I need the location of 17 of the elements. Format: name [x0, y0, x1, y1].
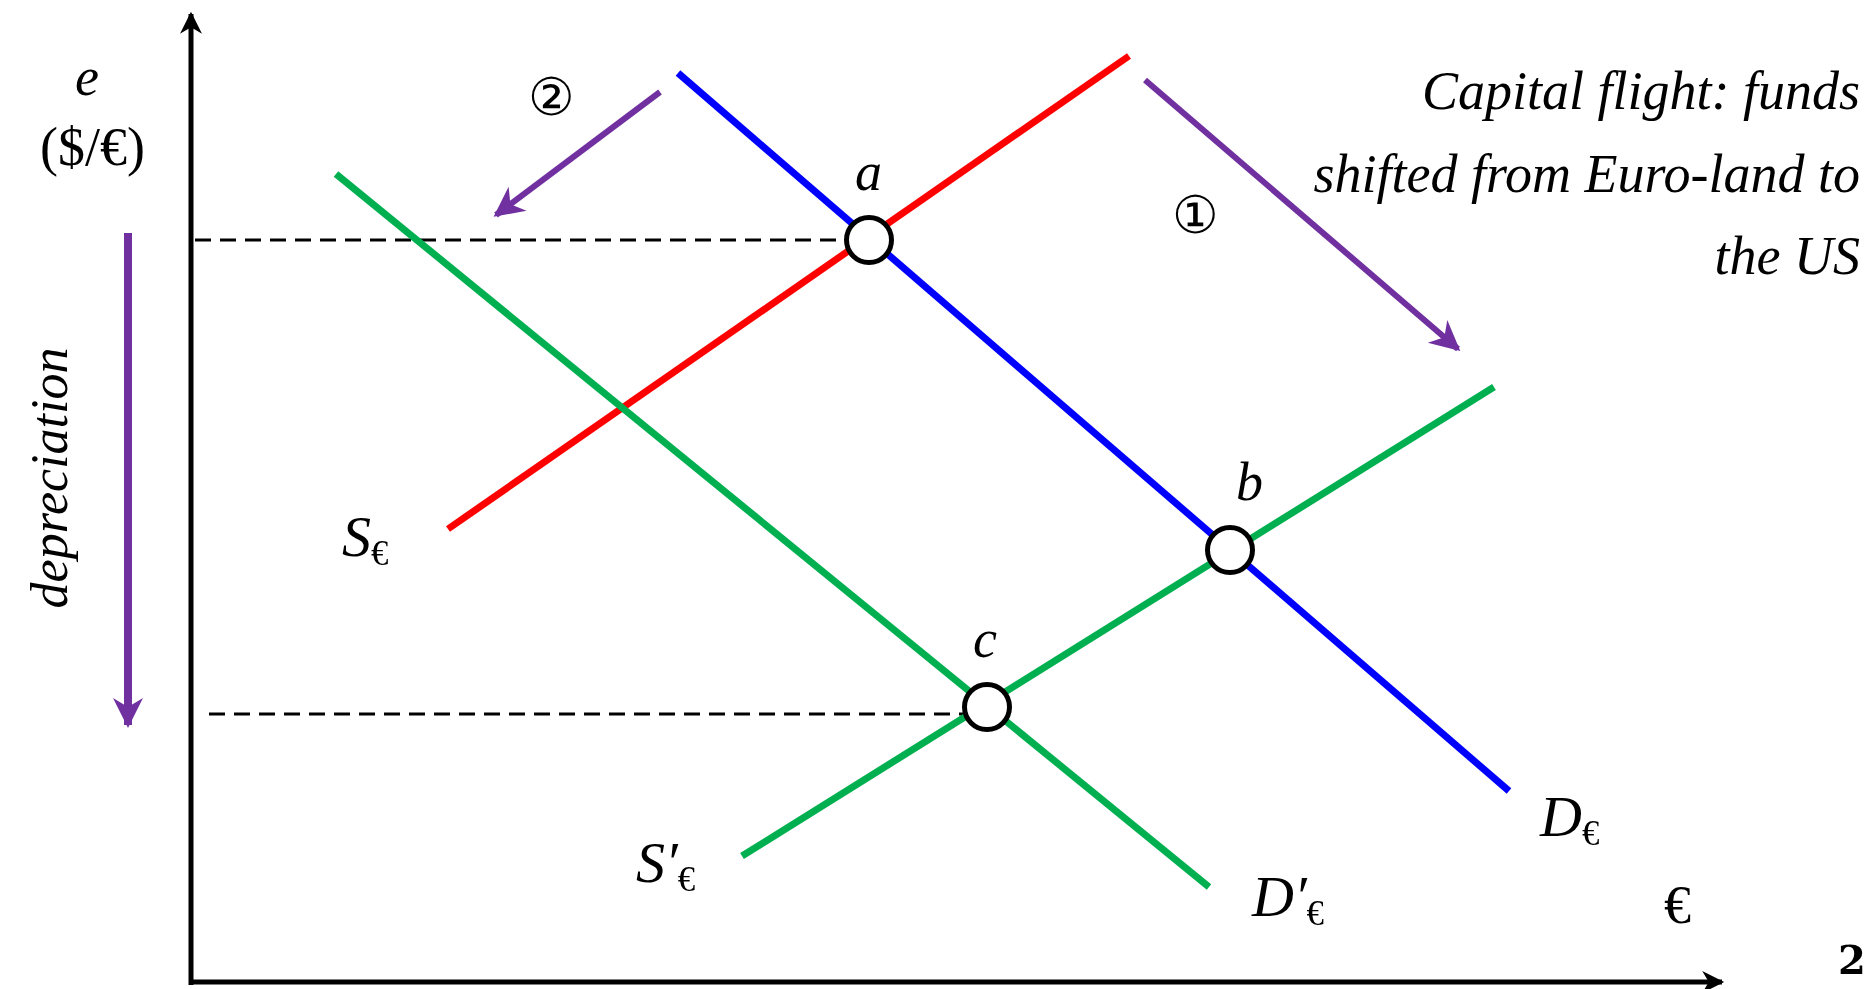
- curve-label: D′$_{€}$: [1252, 868, 1324, 932]
- equilibrium-point: [962, 682, 1012, 732]
- annotation-text: Capital flight: funds shifted from Euro-land to the US: [1312, 60, 1860, 289]
- equilibrium-point: [1205, 525, 1255, 575]
- point-label: a: [855, 145, 882, 199]
- curve-label: D$_{€}$: [1540, 788, 1600, 852]
- axis-label: €: [1664, 878, 1691, 932]
- point-label: b: [1236, 455, 1263, 509]
- axis-label: e: [75, 50, 99, 104]
- curve-label: S′$_{€}$: [636, 834, 696, 898]
- direction-label: depreciation: [24, 347, 76, 609]
- point-label: c: [973, 612, 997, 666]
- curve-label: S$_{€}$: [342, 508, 389, 572]
- step-number: ②: [528, 72, 575, 124]
- page-number: 2: [1838, 940, 1866, 980]
- equilibrium-point: [844, 215, 894, 265]
- step-number: ①: [1172, 190, 1219, 242]
